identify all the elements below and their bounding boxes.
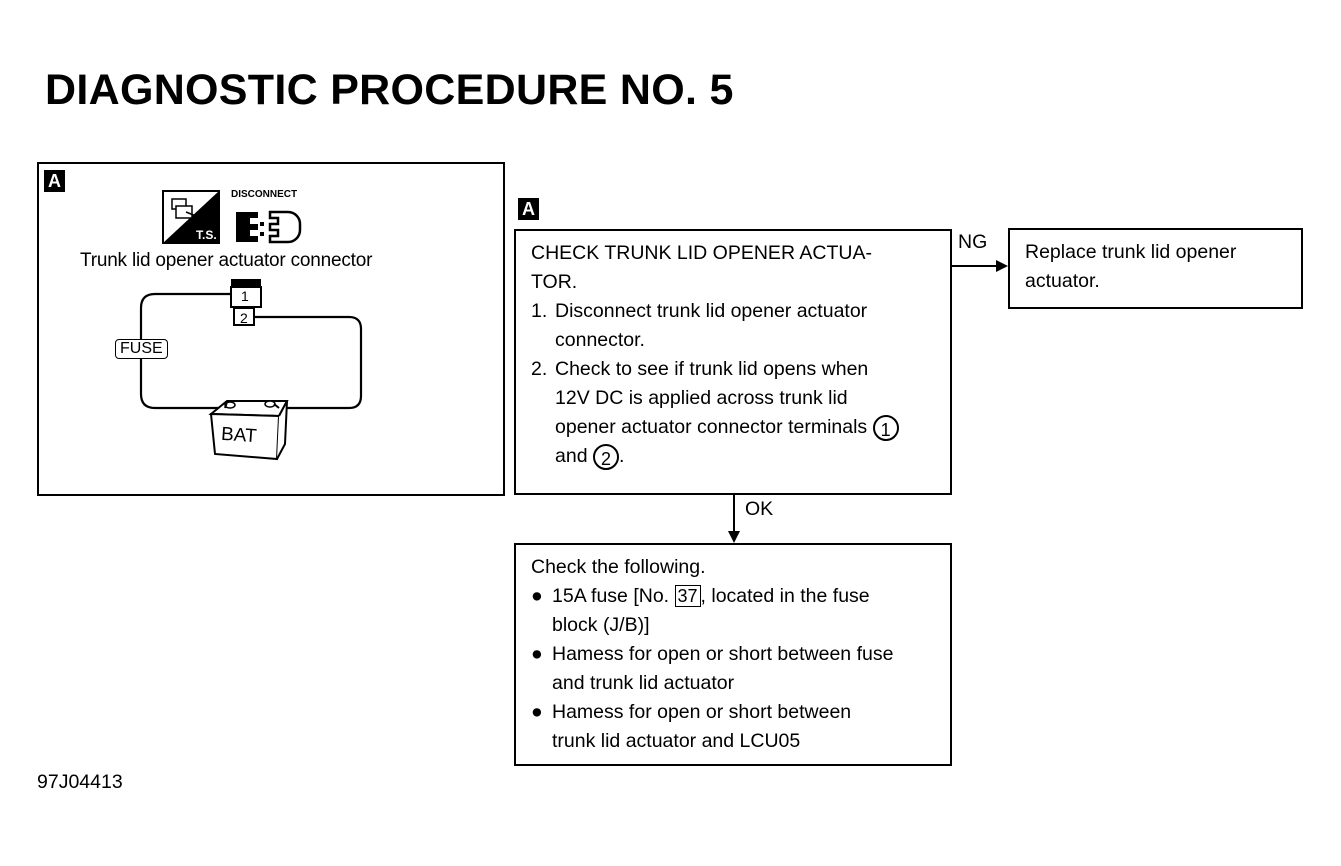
disconnect-label: DISCONNECT xyxy=(231,189,298,200)
figure-tag: A xyxy=(44,170,65,192)
list-item: ● Hamess for open or short between trunk… xyxy=(531,698,950,756)
step-text: Check to see if trunk lid opens when xyxy=(555,358,869,380)
bullet-text: Hamess for open or short between xyxy=(552,701,852,723)
step-end: . xyxy=(618,445,625,467)
step-text: and xyxy=(555,445,588,467)
ok-label: OK xyxy=(745,498,774,520)
fuse-number-box: 37 xyxy=(674,585,701,607)
bullet-text: trunk lid actuator and LCU05 xyxy=(552,730,801,752)
ok-arrow xyxy=(728,495,740,543)
terminal-2-label: 2 xyxy=(240,310,248,326)
bullet-icon: ● xyxy=(531,585,543,607)
ok-check-box: Check the following. ● 15A fuse [No. 37,… xyxy=(514,543,952,766)
figure-id: 97J04413 xyxy=(37,771,123,793)
ng-arrow xyxy=(952,260,1008,272)
figure-panel: A T.S. DISCONNECT Trunk lid opener actua… xyxy=(37,162,505,496)
page-title: DIAGNOSTIC PROCEDURE NO. 5 xyxy=(45,66,734,114)
bullet-icon: ● xyxy=(531,643,543,665)
check-heading-line2: TOR. xyxy=(531,271,578,293)
bullet-text: Hamess for open or short between fuse xyxy=(552,643,894,665)
step-number: 1. xyxy=(531,300,548,322)
ng-result-box: Replace trunk lid opener actuator. xyxy=(1008,228,1303,309)
ng-result-line1: Replace trunk lid opener xyxy=(1025,241,1237,263)
step-text: connector. xyxy=(555,329,645,351)
bullet-icon: ● xyxy=(531,701,543,723)
list-item: ● Hamess for open or short between fuse … xyxy=(531,640,950,698)
check-procedure-box: CHECK TRUNK LID OPENER ACTUA- TOR. 1. Di… xyxy=(514,229,952,495)
battery-label: BAT xyxy=(220,423,258,448)
step-text: 12V DC is applied across trunk lid xyxy=(555,387,848,409)
connector-caption: Trunk lid opener actuator connector xyxy=(80,250,373,271)
step-number: 2. xyxy=(531,358,548,380)
step-1: 1. Disconnect trunk lid opener actuator … xyxy=(531,297,950,355)
terminal-1-label: 1 xyxy=(241,288,249,304)
step-2: 2. Check to see if trunk lid opens when … xyxy=(531,355,950,471)
ts-label: T.S. xyxy=(196,228,217,242)
terminal-2-circle: 2 xyxy=(592,443,619,470)
check-box-tag: A xyxy=(518,198,539,220)
bullet-text: block (J/B)] xyxy=(552,614,650,636)
fuse-label: FUSE xyxy=(115,339,168,359)
bullet-text: and trunk lid actuator xyxy=(552,672,735,694)
test-switch-icon: T.S. xyxy=(162,190,220,244)
ng-result-line2: actuator. xyxy=(1025,270,1100,292)
ng-label: NG xyxy=(958,231,988,253)
ok-heading: Check the following. xyxy=(531,556,706,578)
step-text: opener actuator connector terminals xyxy=(555,416,868,438)
bullet-text: 15A fuse [No. xyxy=(552,585,670,607)
disconnect-connector-icon xyxy=(236,210,302,244)
check-heading-line1: CHECK TRUNK LID OPENER ACTUA- xyxy=(531,242,872,264)
step-text: Disconnect trunk lid opener actuator xyxy=(555,300,868,322)
list-item: ● 15A fuse [No. 37, located in the fuse … xyxy=(531,582,950,640)
circuit-diagram xyxy=(139,279,363,461)
terminal-1-circle: 1 xyxy=(872,414,899,441)
bullet-text: , located in the fuse xyxy=(700,585,870,607)
